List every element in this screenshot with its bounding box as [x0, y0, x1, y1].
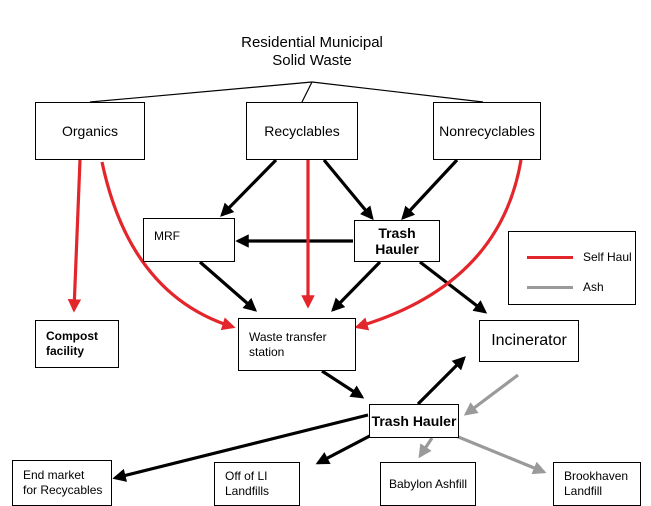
edge-nonrecyclables-to-transfer — [354, 159, 523, 331]
brookhaven-line-2: Landfill — [564, 484, 603, 498]
title-branch-lines — [89, 81, 484, 103]
off-li-line-1: Off of LI — [225, 469, 268, 483]
edge-transfer-to-bottom-hauler — [321, 369, 365, 399]
organics-label: Organics — [61, 123, 119, 139]
node-end-market: End market for Recycables — [12, 460, 112, 506]
off-li-line-2: Landfills — [225, 484, 270, 498]
edge-bottom-hauler-to-babylon — [418, 437, 434, 459]
edge-trash-hauler-to-transfer — [331, 260, 382, 312]
edge-incinerator-to-bottom-hauler — [463, 373, 519, 416]
end-market-line-1: End market — [23, 468, 85, 482]
transfer-line-1: Waste transfer — [249, 329, 327, 344]
incinerator-label: Incinerator — [491, 332, 567, 349]
node-mrf: MRF — [143, 218, 235, 262]
compost-label: Compost facility — [46, 329, 98, 359]
branch-line-organics — [89, 81, 313, 103]
edge-recyclables-to-mrf — [220, 158, 278, 217]
node-off-li-landfills: Off of LI Landfills — [214, 462, 300, 506]
node-babylon-ashfill: Babylon Ashfill — [380, 462, 476, 506]
node-waste-transfer-station: Waste transfer station — [238, 318, 356, 371]
edge-organics-to-compost — [67, 159, 82, 313]
end-market-line-2: for Recycables — [23, 483, 103, 497]
edge-mrf-to-transfer — [198, 260, 258, 312]
edge-recyclables-to-trash-hauler — [322, 158, 374, 221]
edge-bottom-hauler-to-incinerator — [416, 356, 466, 406]
node-trash-hauler-top: Trash Hauler — [354, 220, 440, 262]
self-haul-flows — [67, 159, 523, 331]
babylon-label: Babylon Ashfill — [388, 476, 468, 491]
legend-row-self-haul: Self Haul — [509, 247, 635, 267]
branch-line-recyclables — [301, 81, 313, 103]
title-line-1: Residential Municipal — [241, 34, 383, 51]
node-nonrecyclables: Nonrecyclables — [433, 102, 541, 160]
brookhaven-label: Brookhaven Landfill — [564, 469, 628, 499]
node-brookhaven-landfill: Brookhaven Landfill — [553, 462, 641, 506]
title-line-2: Solid Waste — [272, 52, 352, 69]
end-market-label: End market for Recycables — [23, 468, 102, 498]
legend-swatch-ash — [527, 286, 573, 289]
node-incinerator: Incinerator — [479, 320, 579, 362]
legend-label-ash: Ash — [583, 280, 604, 294]
transfer-label: Waste transfer station — [249, 330, 327, 360]
legend-row-ash: Ash — [509, 277, 635, 297]
trash-hauler-bottom-label: Trash Hauler — [371, 413, 457, 429]
legend: Self Haul Ash — [508, 231, 636, 305]
branch-line-nonrecyclables — [311, 81, 484, 103]
edge-bottom-hauler-to-end-market — [112, 413, 369, 482]
compost-line-2: facility — [46, 344, 85, 358]
black-flows — [112, 158, 488, 482]
trash-hauler-top-label: Trash Hauler — [375, 225, 419, 257]
node-trash-hauler-bottom: Trash Hauler — [369, 404, 459, 438]
edge-organics-to-transfer — [100, 161, 236, 331]
off-li-label: Off of LI Landfills — [225, 469, 269, 499]
brookhaven-line-1: Brookhaven — [564, 469, 629, 483]
edge-bottom-hauler-to-brookhaven — [455, 434, 547, 475]
transfer-line-2: station — [249, 344, 285, 359]
diagram-title: Residential Municipal Solid Waste — [222, 34, 402, 70]
ash-flows — [418, 373, 547, 475]
legend-label-self-haul: Self Haul — [583, 250, 632, 264]
node-organics: Organics — [35, 102, 145, 160]
recyclables-label: Recyclables — [264, 123, 340, 139]
compost-line-1: Compost — [46, 329, 98, 343]
edge-nonrecyclables-to-trash-hauler — [401, 158, 459, 220]
node-recyclables: Recyclables — [246, 102, 358, 160]
mrf-label: MRF — [154, 228, 180, 243]
nonrecyclables-label: Nonrecyclables — [439, 123, 535, 139]
node-compost-facility: Compost facility — [35, 320, 119, 368]
edge-trash-hauler-to-incinerator — [419, 260, 488, 314]
legend-swatch-self-haul — [527, 256, 573, 259]
